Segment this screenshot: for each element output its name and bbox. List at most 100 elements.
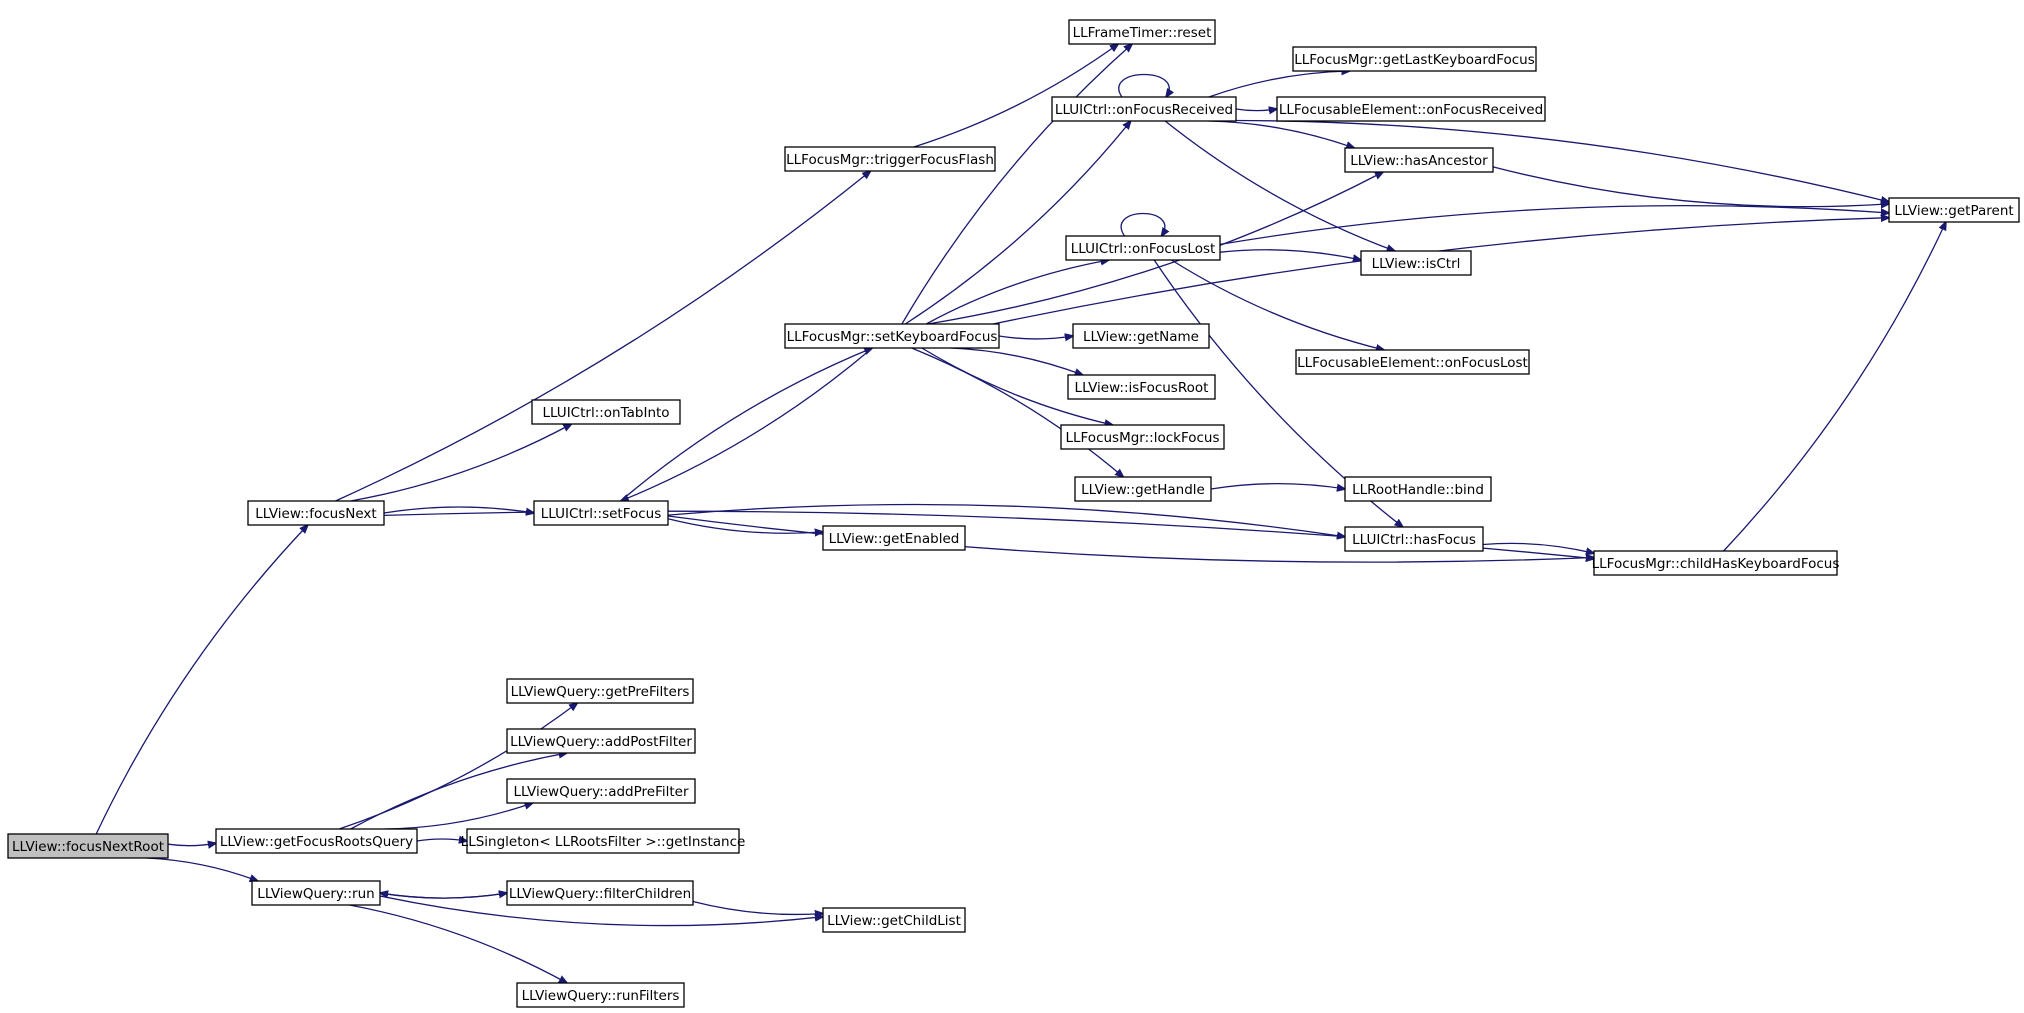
node-onFocusReceived[interactable]: LLUICtrl::onFocusReceived — [1051, 96, 1237, 122]
node-label: LLViewQuery::addPostFilter — [510, 734, 692, 750]
node-run[interactable]: LLViewQuery::run — [251, 880, 381, 906]
edge-onFocusLost-to-isCtrl — [1219, 249, 1361, 260]
node-label: LLUICtrl::hasFocus — [1352, 532, 1476, 548]
node-box — [7, 833, 169, 859]
node-label: LLViewQuery::runFilters — [522, 988, 680, 1004]
node-label: LLUICtrl::onFocusLost — [1071, 241, 1216, 257]
node-box — [1593, 550, 1838, 576]
node-box — [784, 323, 1000, 349]
node-getName[interactable]: LLView::getName — [1072, 323, 1210, 349]
node-getHandle[interactable]: LLView::getHandle — [1074, 476, 1212, 502]
node-box — [1344, 526, 1484, 552]
edge-focusNext-to-setFocus — [383, 506, 534, 513]
edge-focusNextRoot-to-focusNext — [95, 525, 308, 835]
edge-onFocusLost-to-onFocusLost — [1120, 212, 1165, 237]
node-box — [506, 678, 694, 704]
edge-focusNextRoot-to-run — [146, 857, 258, 881]
node-label: LLSingleton< LLRootsFilter >::getInstanc… — [461, 834, 746, 850]
node-getPreFilters[interactable]: LLViewQuery::getPreFilters — [506, 678, 694, 704]
node-label: LLView::hasAncestor — [1350, 153, 1488, 169]
node-addPreFilter[interactable]: LLViewQuery::addPreFilter — [506, 778, 696, 804]
edge-setKeyboardFocus-to-getHandle — [911, 347, 1124, 477]
node-label: LLView::getFocusRootsQuery — [220, 834, 413, 850]
node-label: LLView::getChildList — [827, 913, 961, 929]
node-label: LLViewQuery::addPreFilter — [513, 784, 688, 800]
node-onTabInto[interactable]: LLUICtrl::onTabInto — [531, 399, 681, 425]
node-onFocusLost[interactable]: LLUICtrl::onFocusLost — [1065, 235, 1221, 261]
node-box — [533, 500, 669, 526]
node-box — [1344, 147, 1494, 173]
node-getParent[interactable]: LLView::getParent — [1888, 197, 2020, 223]
edge-getHandle-to-bind — [1210, 483, 1345, 489]
node-label: LLFocusMgr::setKeyboardFocus — [787, 329, 998, 345]
node-hasFocus[interactable]: LLUICtrl::hasFocus — [1344, 526, 1484, 552]
edge-run-to-runFilters — [349, 904, 568, 983]
edge-onFocusReceived-to-onFocusReceived — [1118, 73, 1169, 98]
node-box — [1360, 250, 1472, 276]
node-label: LLFocusableElement::onFocusReceived — [1279, 102, 1543, 118]
node-getChildList[interactable]: LLView::getChildList — [822, 907, 966, 933]
node-getFocusRootsQuery[interactable]: LLView::getFocusRootsQuery — [215, 828, 418, 854]
node-label: LLFocusMgr::getLastKeyboardFocus — [1294, 52, 1535, 68]
edge-onFocusReceived-to-getLastKeyboardFocus — [1208, 71, 1350, 98]
edge-childHasKeyboardFocus-to-getParent — [1723, 222, 1946, 552]
edge-onFocusReceived-to-hasAncestor — [1208, 120, 1355, 148]
node-label: LLView::getParent — [1894, 203, 2013, 219]
edge-focusNext-to-triggerFocusFlash — [335, 171, 871, 502]
node-isCtrl[interactable]: LLView::isCtrl — [1360, 250, 1472, 276]
node-label: LLRootHandle::bind — [1352, 482, 1484, 498]
node-label: LLFocusMgr::lockFocus — [1065, 430, 1219, 446]
node-getLastKeyboardFocus[interactable]: LLFocusMgr::getLastKeyboardFocus — [1292, 46, 1537, 72]
edge-filterChildren-to-run — [380, 893, 508, 899]
node-setFocus[interactable]: LLUICtrl::setFocus — [533, 500, 669, 526]
node-box — [215, 828, 418, 854]
edge-onFocusReceived-to-isCtrl — [1164, 120, 1395, 251]
node-lockFocus[interactable]: LLFocusMgr::lockFocus — [1060, 424, 1225, 450]
edge-setFocus-to-setKeyboardFocus — [620, 348, 873, 502]
edge-triggerFocusFlash-to-resetTimer — [913, 44, 1118, 148]
node-label: LLView::focusNextRoot — [12, 839, 164, 855]
edge-getFocusRootsQuery-to-addPreFilter — [384, 803, 533, 830]
edge-setKeyboardFocus-to-setFocus — [621, 347, 873, 501]
node-box — [1888, 197, 2020, 223]
node-label: LLViewQuery::filterChildren — [509, 886, 691, 902]
node-box — [466, 828, 740, 854]
node-box — [247, 500, 385, 526]
edge-focusNextRoot-to-getFocusRootsQuery — [167, 843, 216, 845]
node-label: LLViewQuery::run — [257, 886, 374, 902]
node-runFilters[interactable]: LLViewQuery::runFilters — [516, 982, 685, 1008]
node-getEnabled[interactable]: LLView::getEnabled — [822, 525, 966, 551]
node-focusNextRoot[interactable]: LLView::focusNextRoot — [7, 833, 169, 859]
node-box — [1065, 235, 1221, 261]
edge-run-to-getChildList — [379, 895, 823, 927]
node-feOnFocusLost[interactable]: LLFocusableElement::onFocusLost — [1295, 349, 1530, 375]
edge-onFocusReceived-to-getParent — [1235, 119, 1889, 202]
node-label: LLViewQuery::getPreFilters — [511, 684, 690, 700]
node-label: LLUICtrl::setFocus — [541, 506, 662, 522]
edge-getFocusRootsQuery-to-addPostFilter — [350, 753, 567, 830]
node-filterChildren[interactable]: LLViewQuery::filterChildren — [506, 880, 694, 906]
node-hasAncestor[interactable]: LLView::hasAncestor — [1344, 147, 1494, 173]
edge-setFocus-to-childHasKeyboardFocus — [667, 515, 1594, 563]
node-bind[interactable]: LLRootHandle::bind — [1344, 476, 1492, 502]
node-box — [1074, 476, 1212, 502]
node-layer: LLView::focusNextRootLLView::focusNextLL… — [7, 19, 2020, 1008]
node-box — [1292, 46, 1537, 72]
node-isFocusRoot[interactable]: LLView::isFocusRoot — [1067, 374, 1216, 400]
edge-filterChildren-to-getChildList — [692, 900, 823, 915]
node-box — [1072, 323, 1210, 349]
node-box — [506, 728, 696, 754]
edge-hasFocus-to-childHasKeyboardFocus — [1482, 542, 1594, 553]
node-focusNext[interactable]: LLView::focusNext — [247, 500, 385, 526]
node-getInstance[interactable]: LLSingleton< LLRootsFilter >::getInstanc… — [461, 828, 746, 854]
node-childHasKeyboardFocus[interactable]: LLFocusMgr::childHasKeyboardFocus — [1592, 550, 1840, 576]
node-feOnFocusReceived[interactable]: LLFocusableElement::onFocusReceived — [1276, 96, 1546, 122]
edge-hasAncestor-to-getParent — [1492, 166, 1889, 207]
node-box — [1051, 96, 1237, 122]
node-resetTimer[interactable]: LLFrameTimer::reset — [1068, 19, 1216, 45]
node-setKeyboardFocus[interactable]: LLFocusMgr::setKeyboardFocus — [784, 323, 1000, 349]
node-triggerFocusFlash[interactable]: LLFocusMgr::triggerFocusFlash — [784, 146, 996, 172]
node-label: LLView::getHandle — [1081, 482, 1205, 498]
node-addPostFilter[interactable]: LLViewQuery::addPostFilter — [506, 728, 696, 754]
